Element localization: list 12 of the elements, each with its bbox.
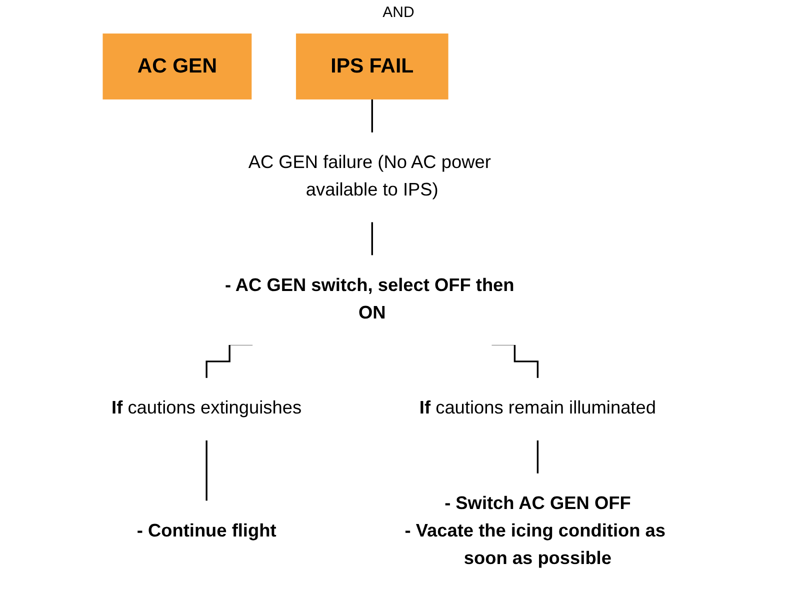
connector xyxy=(536,439,539,475)
node-text: If cautions remain illuminated xyxy=(419,398,656,418)
node-text: - Switch AC GEN OFF - Vacate the icing condition as soon as possible xyxy=(404,494,666,568)
node-text: AC GEN failure (No AC power available to IPS) xyxy=(248,153,491,200)
node-text: If cautions extinguishes xyxy=(112,398,302,418)
connector-word: AND xyxy=(382,4,414,21)
node-box: IPS FAIL xyxy=(296,34,448,100)
connector xyxy=(371,220,373,257)
node-text: - Continue flight xyxy=(136,522,276,542)
connector xyxy=(371,98,373,134)
connector xyxy=(206,439,208,502)
node-box: AC GEN xyxy=(102,34,252,100)
